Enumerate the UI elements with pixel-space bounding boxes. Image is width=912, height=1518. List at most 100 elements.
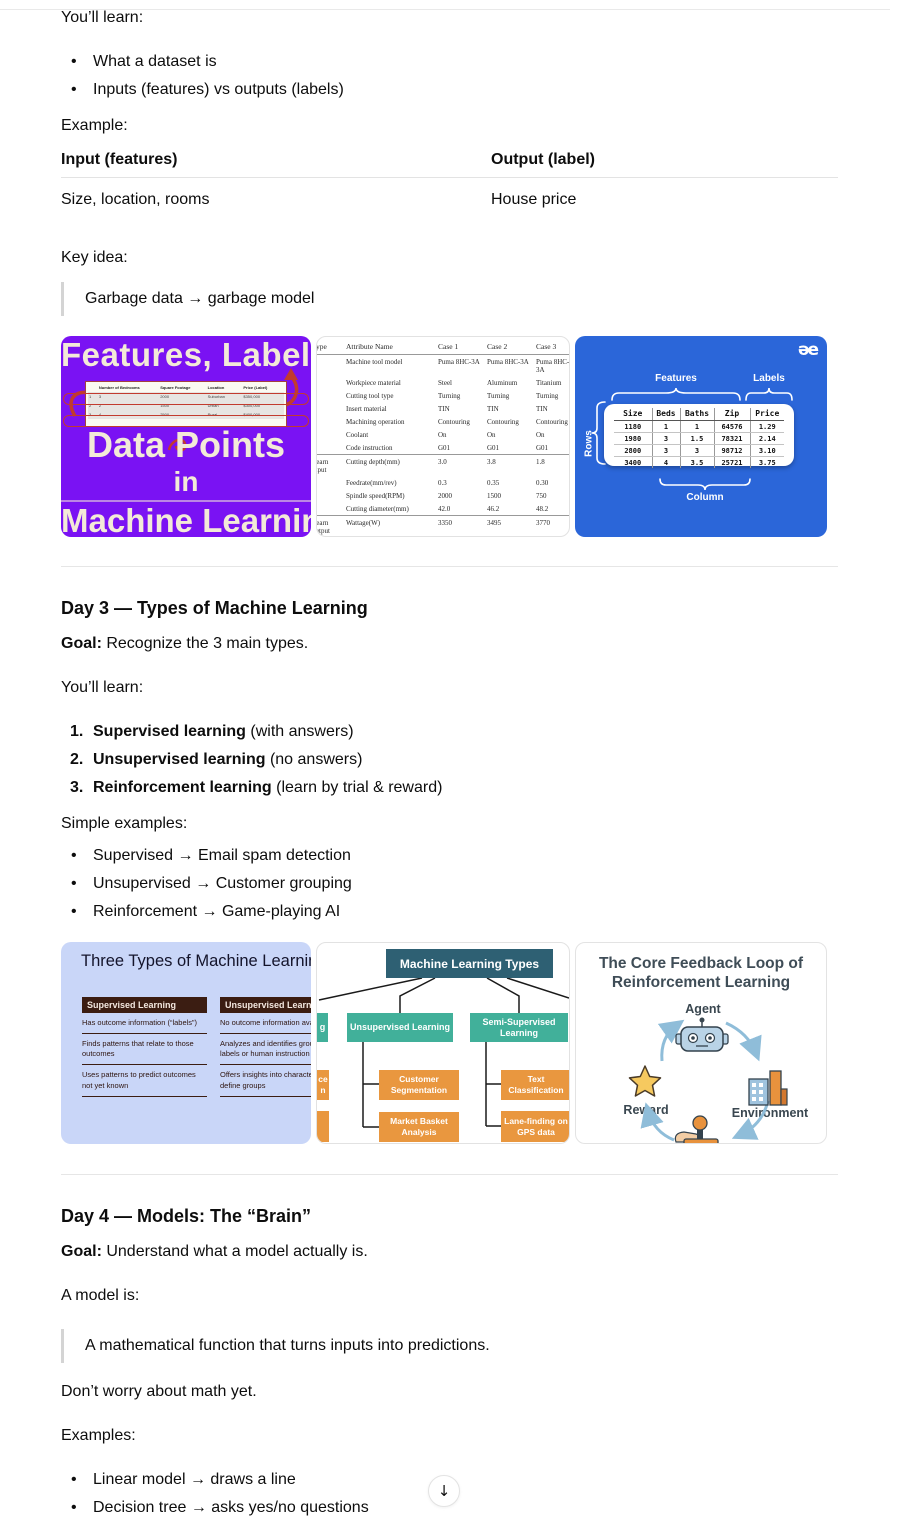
rows-label: Rows: [583, 430, 595, 457]
list-item: Unsupervised → Customer grouping: [61, 870, 838, 898]
table-cell: Cutting depth(mm): [344, 454, 436, 476]
day3-heading: Day 3 — Types of Machine Learning: [61, 598, 368, 618]
table-cell: $350,000: [242, 392, 284, 401]
table-cell: 1500: [487, 491, 501, 500]
arrow-down-icon: ↓: [437, 1482, 451, 1500]
table-cell: Machine tool model: [346, 357, 403, 366]
table-cell: G01: [438, 443, 451, 452]
table-cell: Puma 8HC-3A: [536, 357, 570, 374]
table-cell: Aluminum: [487, 378, 518, 387]
table-cell: 78321: [714, 432, 751, 445]
quote-text: A mathematical function that turns input…: [85, 1337, 490, 1354]
list-item: Decision tree → asks yes/no questions: [61, 1494, 838, 1518]
brace-icon: [591, 387, 793, 491]
goal-text: Understand what a model actually is.: [101, 1243, 368, 1260]
table-cell: House price: [491, 191, 577, 208]
table-cell: 25721: [714, 456, 751, 468]
table-cell: TIN: [438, 404, 450, 413]
dont-worry-text: Don’t worry about math yet.: [61, 1383, 257, 1400]
table-cell: 3: [88, 410, 98, 419]
table-cell: 3350: [436, 515, 485, 536]
table-header-cell: [88, 383, 98, 392]
table-cell: Coolant: [346, 430, 369, 439]
column-header: Supervised Learning: [82, 997, 207, 1013]
table-cell: 3400: [614, 456, 653, 468]
table-cell: Contouring: [487, 417, 519, 426]
table-cell: 1500: [159, 401, 207, 410]
intro-bullet-list: What a dataset is Inputs (features) vs o…: [61, 48, 838, 104]
table-cell: 1.5: [680, 432, 715, 445]
joystick-icon: [674, 1115, 719, 1143]
list-item-text: (with answers): [245, 723, 354, 740]
flowchart-branch: Semi-Supervised Learning: [470, 1013, 568, 1042]
flowchart-leaf-partial: [317, 1111, 329, 1142]
thumbnail-ml-types-flowchart[interactable]: Machine Learning Types g Unsupervised Le…: [316, 942, 570, 1144]
table-cell: 48.2: [536, 504, 549, 513]
section-divider: [61, 1174, 838, 1175]
thumb-midline: in: [173, 466, 199, 497]
table-cell: 3.5: [680, 456, 715, 468]
table-cell: 3: [652, 444, 681, 457]
table-cell: Suburban: [206, 392, 243, 401]
table-cell: 98712: [714, 444, 751, 457]
table-cell: V: [317, 402, 344, 415]
table-cell: [317, 502, 344, 516]
table-header-cell: Input (features): [61, 148, 491, 178]
table-cell: 3.10: [750, 444, 784, 457]
table-cell: [317, 355, 344, 377]
table-cell: On: [536, 430, 545, 439]
table-cell: 64576: [714, 420, 751, 433]
thumbnail-three-types[interactable]: Three Types of Machine Learning Supervis…: [61, 942, 311, 1144]
robot-icon: [675, 1017, 729, 1052]
table-cell: Contouring: [536, 417, 568, 426]
table-cell: Wattage(W): [344, 515, 436, 536]
thumbnail-rl-feedback-loop[interactable]: The Core Feedback Loop of Reinforcement …: [575, 942, 827, 1144]
agent-label: Agent: [685, 1002, 721, 1016]
column-item: Uses patterns to predict outcomes not ye…: [82, 1065, 207, 1097]
table-cell: [317, 415, 344, 428]
table-cell: Contouring: [438, 417, 470, 426]
table-cell: Turning: [536, 391, 559, 400]
table-header-cell: Price: [750, 408, 784, 421]
scroll-to-bottom-button[interactable]: ↓: [428, 1475, 460, 1507]
table-cell: 1: [680, 420, 715, 433]
table-cell: Spindle speed(RPM): [346, 491, 405, 500]
goal-label: Goal:: [61, 1243, 102, 1260]
list-item-text: (learn by trial & reward): [271, 779, 443, 796]
flowchart-branch: Unsupervised Learning: [347, 1013, 453, 1042]
connector-lines: [318, 977, 569, 1128]
table-cell: Feedrate(mm/rev): [346, 478, 397, 487]
simple-examples-label: Simple examples:: [61, 815, 188, 832]
table-cell: Workpiece material: [346, 378, 401, 387]
table-header-cell: Case 2: [485, 338, 534, 355]
goal-text: Recognize the 3 main types.: [101, 635, 309, 652]
table-cell: 3770: [534, 515, 569, 536]
list-item: 2.Unsupervised learning (no answers): [61, 746, 838, 774]
table-header-cell: Location: [207, 385, 225, 390]
flowchart-branch-partial: g: [317, 1013, 328, 1042]
thumb-title: Three Types of Machine Learning: [81, 952, 311, 970]
table-header-cell: Size: [614, 408, 653, 421]
list-item-text: (no answers): [265, 751, 363, 768]
table-cell: On: [438, 430, 447, 439]
table-cell: 750: [536, 491, 547, 500]
column-item: Offers insights into characteristics tha…: [220, 1065, 311, 1097]
list-item: What a dataset is: [61, 48, 838, 76]
table-cell: Size, location, rooms: [61, 191, 210, 208]
table-cell: Puma 8HC-3A: [487, 357, 529, 366]
table-cell: Rural: [206, 410, 243, 419]
